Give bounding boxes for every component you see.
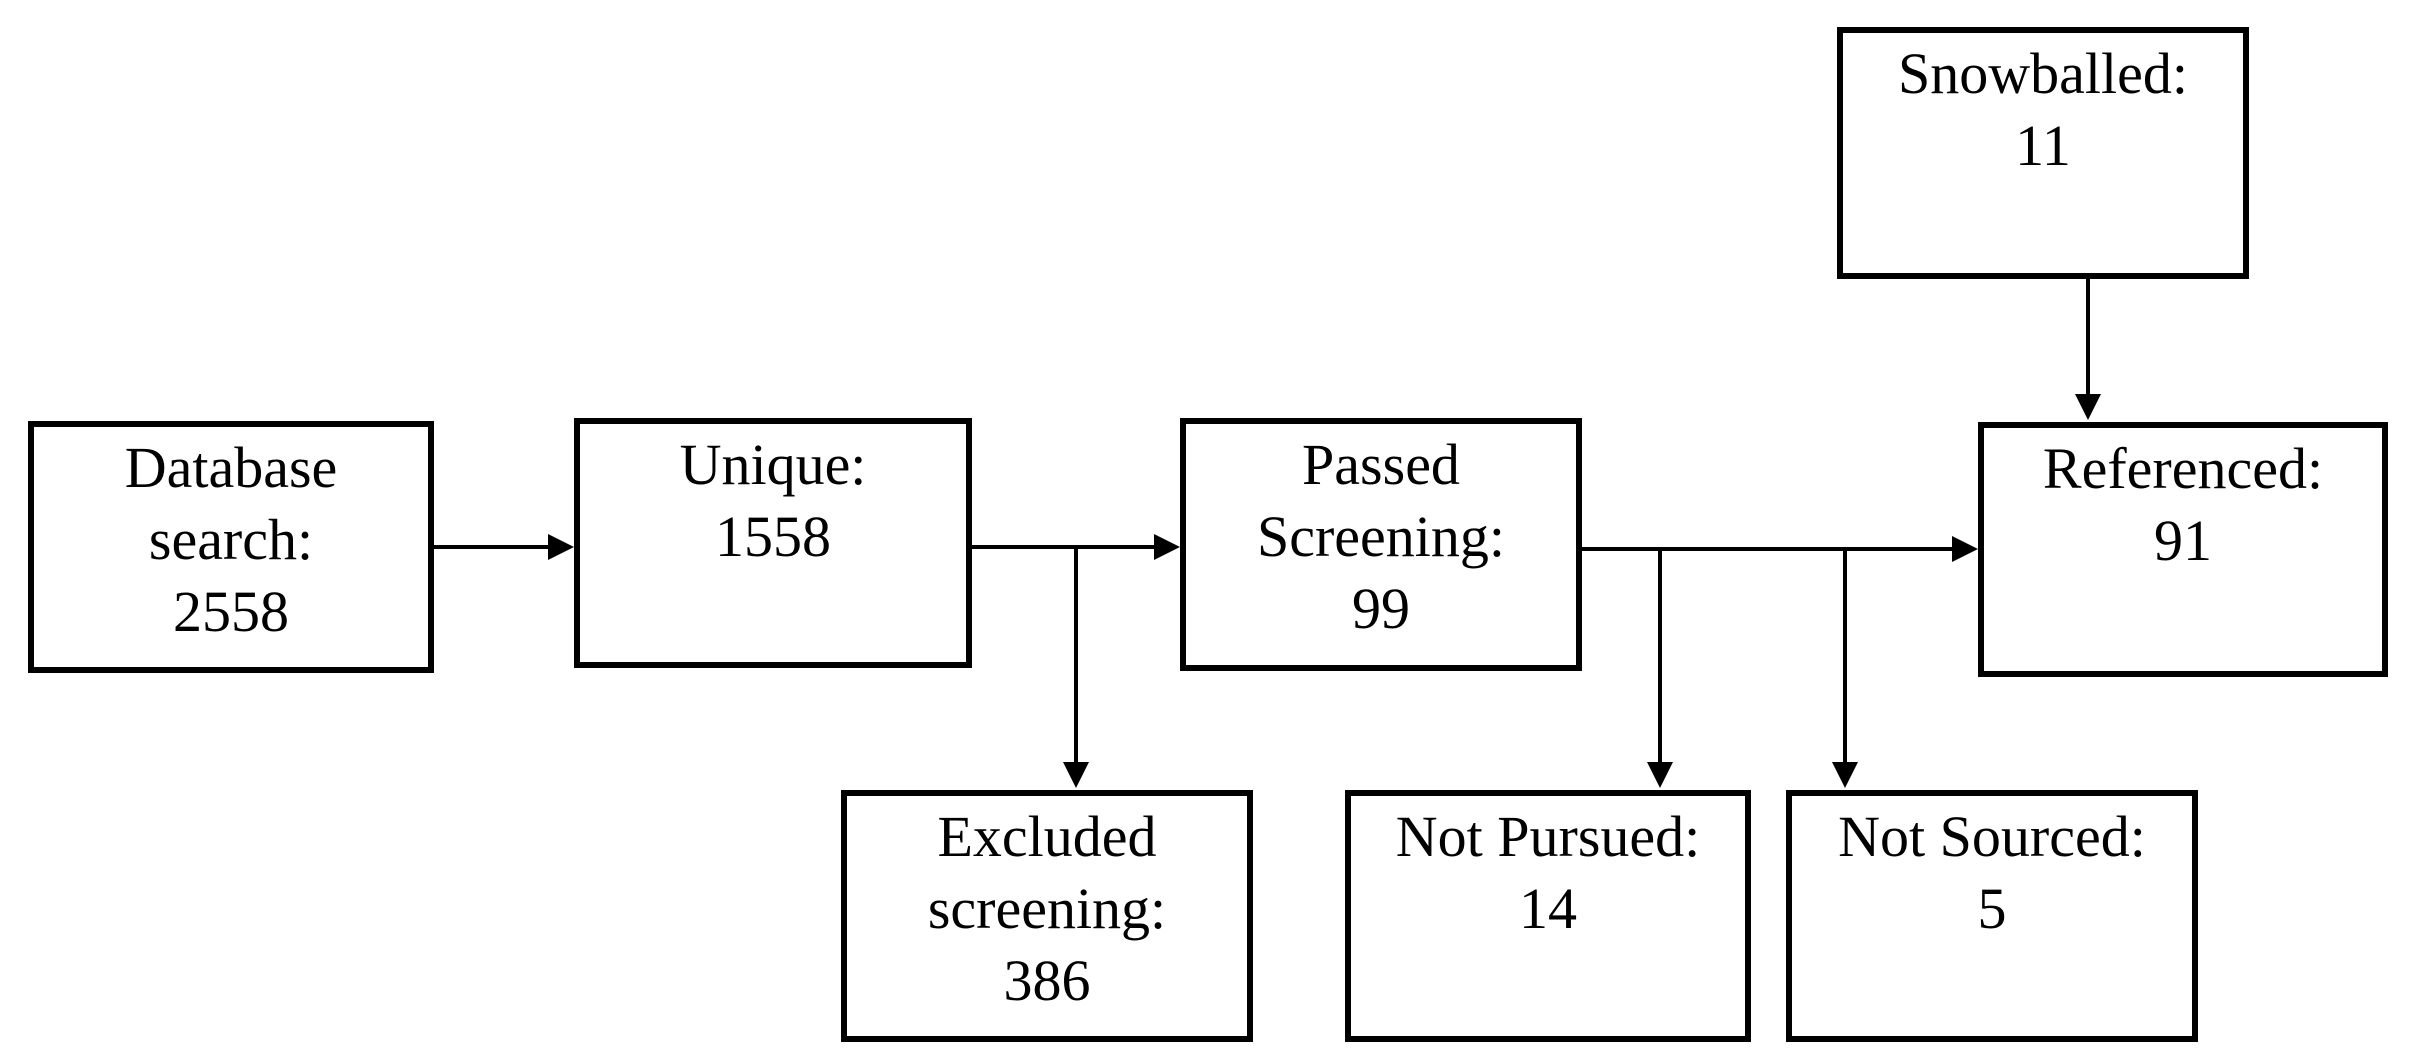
arrow-passed-to-notpursued-line xyxy=(1658,549,1662,764)
arrowhead-down-icon xyxy=(2075,394,2101,420)
arrowhead-down-icon xyxy=(1647,762,1673,788)
node-line: 11 xyxy=(2015,113,2071,178)
node-line: Not Sourced: xyxy=(1838,804,2146,869)
arrow-passed-to-referenced-line xyxy=(1582,547,1954,551)
arrow-database-to-unique-line xyxy=(434,545,550,549)
arrowhead-down-icon xyxy=(1832,762,1858,788)
arrowhead-right-icon xyxy=(1154,534,1180,560)
node-unique: Unique: 1558 xyxy=(574,418,972,668)
arrowhead-down-icon xyxy=(1063,762,1089,788)
node-snowballed: Snowballed: 11 xyxy=(1837,27,2249,279)
node-passed-screening: Passed Screening: 99 xyxy=(1180,418,1582,671)
node-line: 14 xyxy=(1519,876,1577,941)
node-database-search: Database search: 2558 xyxy=(28,421,434,673)
node-line: 1558 xyxy=(715,504,831,569)
node-line: screening: xyxy=(927,876,1167,941)
node-line: Referenced: xyxy=(2042,436,2324,501)
node-line: Database xyxy=(124,435,338,500)
node-not-sourced: Not Sourced: 5 xyxy=(1786,790,2198,1042)
arrowhead-right-icon xyxy=(548,534,574,560)
node-line: 91 xyxy=(2154,508,2212,573)
node-line: search: xyxy=(148,507,314,572)
node-line: Unique: xyxy=(679,432,867,497)
arrow-passed-to-notsourced-line xyxy=(1843,549,1847,764)
arrow-snowballed-to-referenced-line xyxy=(2086,278,2090,396)
node-line: 386 xyxy=(1003,948,1091,1013)
node-line: Screening: xyxy=(1256,504,1506,569)
node-referenced: Referenced: 91 xyxy=(1978,422,2388,677)
arrow-unique-to-passed-line xyxy=(972,545,1156,549)
arrow-unique-to-excluded-line xyxy=(1074,547,1078,764)
node-line: Not Pursued: xyxy=(1395,804,1701,869)
node-excluded-screening: Excluded screening: 386 xyxy=(841,790,1253,1042)
node-line: 2558 xyxy=(173,579,289,644)
node-line: 5 xyxy=(1977,876,2007,941)
node-not-pursued: Not Pursued: 14 xyxy=(1345,790,1751,1042)
node-line: Snowballed: xyxy=(1898,41,2188,106)
arrowhead-right-icon xyxy=(1952,536,1978,562)
node-line: 99 xyxy=(1352,576,1410,641)
node-line: Excluded xyxy=(937,804,1157,869)
node-line: Passed xyxy=(1302,432,1460,497)
